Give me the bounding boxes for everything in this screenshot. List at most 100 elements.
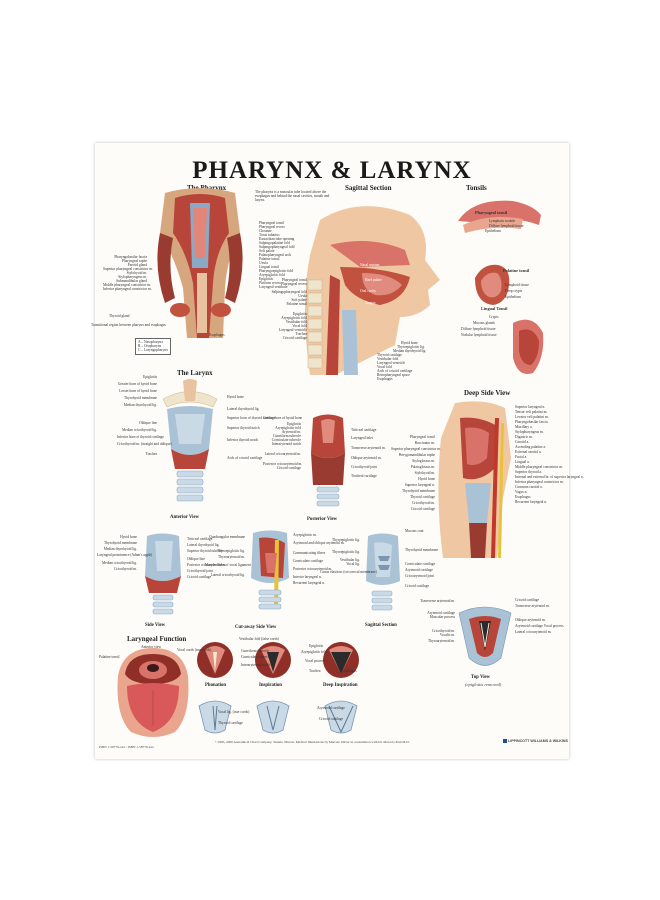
sagittal-heading: Sagittal Section bbox=[345, 184, 392, 192]
label: Vestibular fold bbox=[377, 357, 399, 361]
label: Arytenoid cartilage bbox=[405, 568, 433, 572]
tonsils-heading: Tonsils bbox=[466, 184, 487, 192]
label: Esophagus bbox=[209, 333, 225, 337]
label: Salpingopalatine fold bbox=[259, 241, 290, 245]
label: Lymphatic nodule bbox=[489, 219, 516, 223]
label: Hyoid bone bbox=[120, 535, 137, 539]
label: Superior laryngeal n. bbox=[404, 483, 435, 487]
label: Epiglottis bbox=[309, 644, 323, 648]
label: Arytenoid cartilage bbox=[317, 706, 345, 710]
label: Cricothyroid joint bbox=[351, 465, 377, 469]
larynx-cutaway-illustration bbox=[251, 530, 289, 610]
pharynx-labels-right: Pharyngeal tonsil Pharyngeal recess Choa… bbox=[259, 221, 294, 289]
label: Muscular process bbox=[429, 615, 455, 619]
label: Thyroepiglottic lig. bbox=[397, 345, 425, 349]
label: Styloglossus m. bbox=[412, 459, 435, 463]
label: Oblique arytenoid m. bbox=[515, 618, 546, 622]
label: Thyroepiglottic lig. bbox=[332, 538, 360, 542]
label: Arytenoid cartilage bbox=[427, 611, 455, 615]
caption-top-view-sub: (epiglottis removed) bbox=[465, 682, 502, 687]
caption-sagittal-section: Sagittal Section bbox=[365, 623, 397, 628]
top-view-labels-left: Transverse arytenoid m. Arytenoid cartil… bbox=[413, 599, 455, 643]
label: Muscle fibers of vocal ligament bbox=[205, 563, 251, 567]
larynx-posterior-labels-left: Greater horn of hyoid bone Epiglottis Ar… bbox=[263, 416, 303, 470]
caption-cutaway: Cut-away Side View bbox=[235, 625, 277, 630]
label: Corniculate tubercle bbox=[241, 655, 271, 659]
caption-posterior-view: Posterior View bbox=[307, 517, 338, 522]
label: Lesser horn of hyoid bone bbox=[119, 389, 157, 393]
label: Superior pharyngeal constrictor m. bbox=[391, 447, 442, 451]
label: Stylopharyngeus m. bbox=[515, 430, 544, 434]
label: Median thyrohyoid lig. bbox=[103, 547, 137, 551]
label: Pharyngoepiglottic fold bbox=[259, 269, 294, 273]
label: Palatoglossus m. bbox=[410, 465, 435, 469]
pharynx-labels-left: Pharyngobasilar fascia Pharyngeal raphe … bbox=[103, 255, 153, 291]
label: Posterior cricoarytenoid m. bbox=[263, 462, 303, 466]
deep-side-labels-right: Superior laryngeal n. Tensor veli palati… bbox=[515, 405, 584, 504]
label: Thyroid cartilage bbox=[410, 495, 435, 499]
label: Oblique line bbox=[139, 421, 157, 425]
label: Aryepiglottic fold bbox=[281, 316, 307, 320]
label: Arytenoid and oblique arytenoid m. bbox=[293, 541, 345, 545]
footer-copyright: ©1995, 2000 Anatomical Chart Company, Sk… bbox=[215, 740, 410, 744]
label: Aryepiglottic m. bbox=[293, 533, 317, 537]
label: Diffuse lymphoid tissue bbox=[461, 327, 496, 331]
label: Thyroid gland bbox=[109, 314, 130, 318]
label: Salpingopharyngeal fold bbox=[271, 290, 307, 294]
label: Lingual a. bbox=[515, 460, 530, 464]
top-view-labels-right: Cricoid cartilage Transverse arytenoid m… bbox=[515, 598, 563, 634]
label: Vocal fold bbox=[292, 324, 307, 328]
label: Diffuse lymphoid tissue bbox=[489, 224, 524, 228]
pharynx-posterior-illustration bbox=[157, 188, 243, 338]
label: Internal and external br. of superior la… bbox=[515, 475, 584, 479]
label: Maxillary a. bbox=[515, 425, 533, 429]
label: Laryngeal inlet bbox=[351, 436, 373, 440]
caption-top-view: Top View bbox=[471, 675, 491, 680]
label: Palatine tonsil bbox=[99, 655, 120, 659]
label: Parotid gland bbox=[127, 263, 147, 267]
pharynx-heading: The Pharynx bbox=[187, 184, 227, 192]
label: Vocal process bbox=[305, 659, 325, 663]
label: Interior laryngeal n. bbox=[293, 575, 322, 579]
label: Transverse arytenoid m. bbox=[420, 599, 455, 603]
label: Vocal lig. (true cords) bbox=[218, 710, 250, 714]
label: Pharyngeal tonsil bbox=[259, 221, 285, 225]
label: Pharyngeal recess bbox=[259, 225, 285, 229]
label: Thyrohyoid membrane bbox=[103, 541, 137, 545]
label: Vocal lig. bbox=[346, 562, 360, 566]
label: Epithelium bbox=[485, 229, 501, 233]
label: Triticeal cartilage bbox=[187, 537, 213, 541]
label: Thyroid cartilage bbox=[218, 721, 243, 725]
caption-inspiration: Inspiration bbox=[259, 683, 282, 688]
label: Lateral cricoarytenoid m. bbox=[515, 630, 552, 634]
label: Salpingopharyngeal fold bbox=[259, 245, 295, 249]
label: Inferior thyroid notch bbox=[227, 438, 259, 442]
label: Middle pharyngeal constrictor m. bbox=[515, 465, 564, 469]
label: Corniculate tubercle bbox=[271, 438, 301, 442]
label: Aryepiglottic fold bbox=[301, 650, 327, 654]
label: Cricothyroid m. bbox=[412, 501, 435, 505]
tonsils-illustration bbox=[458, 200, 544, 374]
label: Hyoid bone bbox=[401, 341, 418, 345]
label: Laryngeal prominence (Adam's apple) bbox=[97, 553, 153, 557]
label: External carotid a. bbox=[515, 450, 542, 454]
tonsil-title: Lingual Tonsil bbox=[481, 306, 508, 311]
tonsil-title: Pharyngeal tonsil bbox=[475, 210, 508, 215]
label: Tensor veli palatini m. bbox=[515, 410, 548, 414]
label: Cricothyroid m. bbox=[114, 567, 137, 571]
label: Soft palate bbox=[259, 249, 275, 253]
label: Superior horn of thyroid cartilage bbox=[227, 416, 276, 420]
label: Arch of cricoid cartilage bbox=[227, 456, 263, 460]
label: Vocal cords (true cords) bbox=[177, 648, 212, 652]
label: Trachea bbox=[295, 332, 307, 336]
label: Epiglottis bbox=[143, 375, 157, 379]
label: Epithelium bbox=[505, 295, 521, 299]
label: Esophagus bbox=[377, 377, 393, 381]
caption-anterior-view: Anterior View bbox=[170, 515, 200, 520]
label: Piriform recess bbox=[259, 281, 281, 285]
label: Common carotid a. bbox=[515, 485, 543, 489]
label: Superior thyroid a. bbox=[515, 470, 543, 474]
label: Superior laryngeal n. bbox=[515, 405, 546, 409]
label: Lateral cricothyroid lig. bbox=[210, 573, 245, 577]
label: Laryngeal ventricle bbox=[278, 328, 307, 332]
